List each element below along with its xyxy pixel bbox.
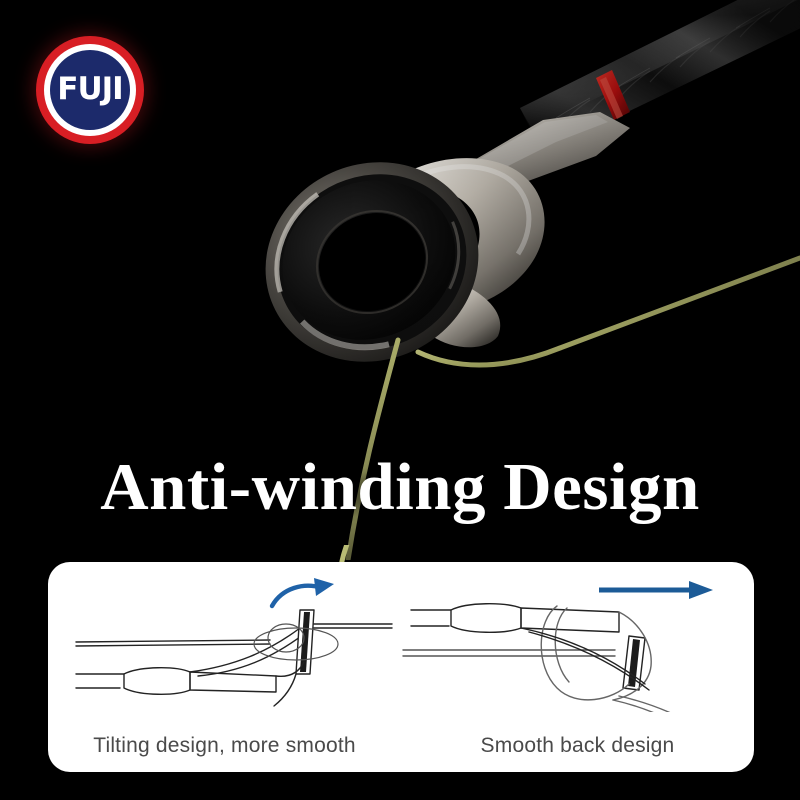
tilting-design-caption: Tilting design, more smooth bbox=[93, 734, 356, 757]
feature-panel: Tilting design, more smooth bbox=[48, 562, 754, 772]
fuji-logo: FUJI bbox=[36, 36, 144, 144]
logo-white-ring: FUJI bbox=[44, 44, 136, 136]
tilting-design-diagram bbox=[48, 566, 401, 712]
logo-wordmark: FUJI bbox=[57, 70, 123, 107]
feature-item-smooth-back-design: Smooth back design bbox=[401, 562, 754, 772]
smooth-back-design-caption: Smooth back design bbox=[480, 734, 675, 757]
smooth-back-design-diagram bbox=[401, 566, 754, 712]
logo-navy-disc: FUJI bbox=[50, 50, 130, 130]
rotation-arrow-icon bbox=[269, 578, 334, 609]
page-title: Anti-winding Design bbox=[100, 450, 700, 524]
feature-item-tilting-design: Tilting design, more smooth bbox=[48, 562, 401, 772]
direction-arrow-icon bbox=[599, 581, 713, 599]
